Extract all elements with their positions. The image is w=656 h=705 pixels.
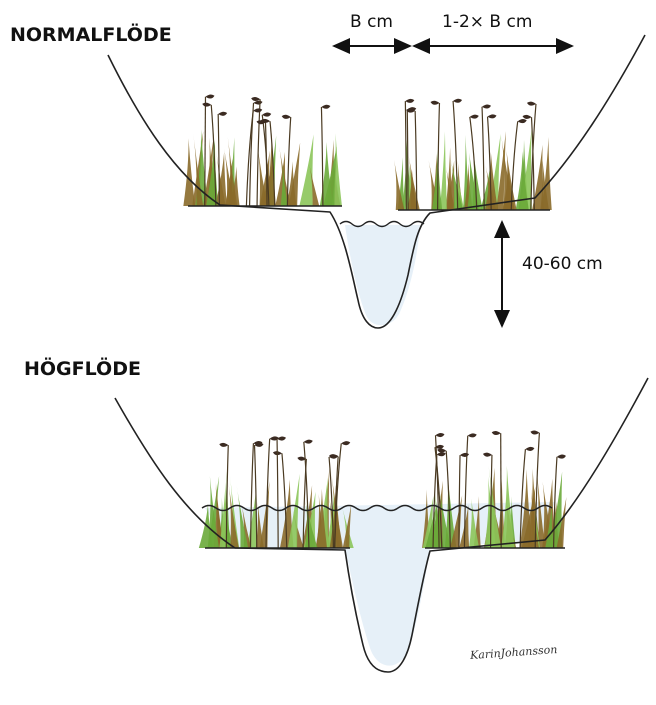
- reed-seed-head: [253, 108, 262, 112]
- reed-stem: [321, 107, 322, 206]
- reed-seed-head: [437, 452, 446, 456]
- grass-blade: [215, 152, 227, 206]
- reed-seed-head: [202, 103, 211, 107]
- reed-seed-head: [218, 112, 227, 116]
- reed-seed-head: [405, 99, 414, 103]
- reed-seed-head: [488, 114, 497, 118]
- reed-seed-head: [530, 430, 539, 434]
- reed-seed-head: [262, 113, 271, 117]
- reed-seed-head: [205, 94, 214, 98]
- reed-seed-head: [527, 102, 536, 106]
- reed-seed-head: [468, 433, 477, 437]
- reed-seed-head: [219, 443, 228, 447]
- grass-blade: [299, 134, 313, 206]
- reed-seed-head: [522, 115, 531, 119]
- reed-seed-head: [436, 433, 445, 437]
- reed-seed-head: [470, 115, 479, 119]
- reed-seed-head: [321, 105, 330, 109]
- reed-seed-head: [453, 99, 462, 103]
- reed-seed-head: [518, 119, 527, 123]
- reed-stem: [511, 121, 518, 210]
- reed-seed-head: [277, 437, 286, 441]
- reed-seed-head: [341, 441, 350, 445]
- reed-stem: [482, 107, 484, 210]
- normal-left-vegetation: [183, 94, 342, 206]
- reed-seed-head: [525, 447, 534, 451]
- reed-seed-head: [254, 101, 263, 105]
- reed-seed-head: [437, 448, 446, 452]
- reed-seed-head: [282, 115, 291, 119]
- reed-seed-head: [251, 97, 260, 101]
- reed-seed-head: [483, 453, 492, 457]
- reed-seed-head: [430, 101, 439, 105]
- reed-seed-head: [492, 431, 501, 435]
- channel-depth-label: 40-60 cm: [522, 254, 603, 274]
- grass-blade: [432, 150, 442, 210]
- reed-seed-head: [460, 453, 469, 457]
- normal-right-vegetation: [394, 99, 552, 210]
- bench-width-label: 1-2× B cm: [442, 12, 532, 32]
- high-flow-title: HÖGFLÖDE: [24, 358, 141, 380]
- grass-blade: [183, 138, 195, 206]
- channel-width-label: B cm: [350, 12, 393, 32]
- normal-flow-title: NORMALFLÖDE: [10, 24, 172, 46]
- high-flow-diagram: [115, 378, 648, 672]
- high-right-vegetation: [422, 430, 566, 548]
- normal-flow-diagram: [108, 35, 645, 328]
- reed-seed-head: [557, 455, 566, 459]
- reed-seed-head: [482, 104, 491, 108]
- reed-stem: [257, 99, 260, 206]
- reed-seed-head: [304, 440, 313, 444]
- reed-stem: [205, 97, 206, 206]
